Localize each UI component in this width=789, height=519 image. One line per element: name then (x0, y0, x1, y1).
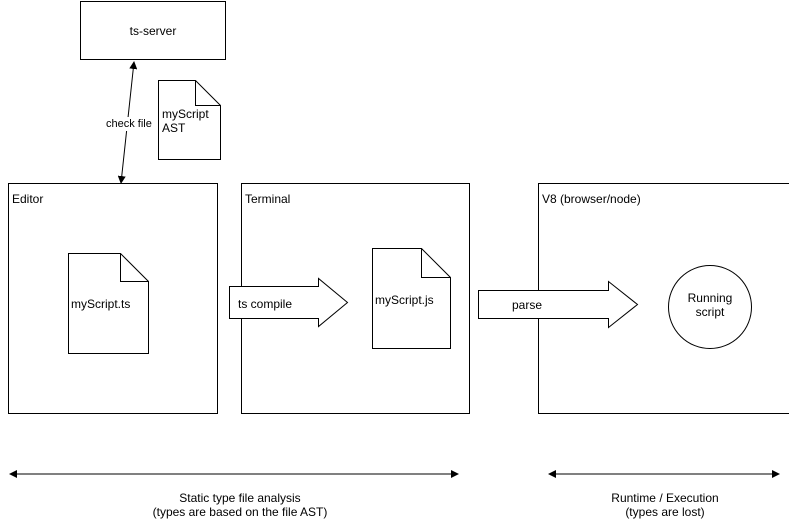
running-script-label-line2: script (670, 305, 750, 319)
check-file-label: check file (105, 117, 153, 131)
v8-title: V8 (browser/node) (542, 192, 641, 206)
ts-server-label: ts-server (80, 24, 226, 38)
runtime-caption-line2: (types are lost) (580, 505, 750, 519)
runtime-caption-line1: Runtime / Execution (580, 491, 750, 505)
static-analysis-caption-line2: (types are based on the file AST) (120, 505, 360, 519)
js-document-label: myScript.js (375, 293, 434, 307)
parse-label: parse (512, 298, 542, 312)
ast-document-label-line1: myScript (162, 107, 209, 121)
terminal-title: Terminal (245, 192, 290, 206)
ts-compile-label: ts compile (238, 297, 292, 311)
ast-document-label-line2: AST (162, 121, 185, 135)
running-script-label-line1: Running (670, 291, 750, 305)
ts-document-label: myScript.ts (71, 297, 130, 311)
editor-title: Editor (12, 192, 43, 206)
static-analysis-caption-line1: Static type file analysis (120, 491, 360, 505)
